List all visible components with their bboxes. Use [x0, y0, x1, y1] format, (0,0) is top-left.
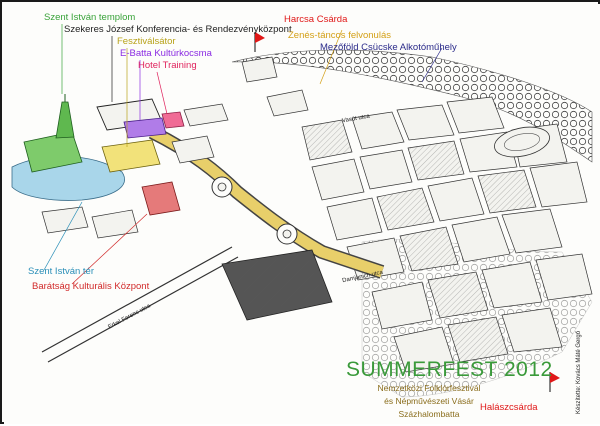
label-baratsag: Barátság Kulturális Központ	[32, 281, 150, 292]
large-hall	[221, 249, 333, 321]
label-zenes-tancos: Zenés-táncos felvonulás	[288, 30, 391, 41]
subtitle-line-1: Nemzetközi Folklórfesztivál	[377, 383, 481, 393]
building-north-cluster	[241, 56, 309, 117]
subtitle-line-3: Százhalombatta	[398, 409, 460, 419]
label-fesztivalsator: Fesztiválsátor	[117, 36, 176, 47]
flag-marker-icon	[254, 32, 265, 52]
szent-istvan-templom	[23, 94, 83, 173]
label-harcsa-csarda: Harcsa Csárda	[284, 14, 348, 25]
label-e-batta: E-Batta Kultúrkocsma	[120, 48, 212, 59]
subtitle-line-2: és Népművészeti Vásár	[384, 396, 474, 406]
flag-marker-icon	[549, 372, 560, 392]
label-hotel-training: Hotel Training	[138, 60, 197, 71]
map-title: SUMMERFEST 2012	[346, 358, 553, 381]
town-buildings-left	[41, 103, 229, 239]
fesztivalsator-building	[101, 139, 161, 173]
sports-field	[494, 126, 550, 158]
map-credit: Készítette: Kovács Máté Gergő	[576, 330, 582, 414]
label-halaszcsarda: Halászcsárda	[480, 402, 538, 413]
baratsag-building	[141, 181, 181, 216]
label-szent-istvan-ter: Szent István tér	[28, 266, 95, 277]
label-szekeres: Szekeres József Konferencia- és Rendezvé…	[64, 24, 292, 35]
forest-area	[231, 49, 593, 163]
hotel-training-building	[161, 111, 185, 129]
e-batta-building	[123, 117, 167, 139]
label-szent-istvan-templom: Szent István templom	[44, 12, 136, 23]
label-mezofold: Mezőföld Csücske Alkotóműhely	[320, 42, 457, 53]
